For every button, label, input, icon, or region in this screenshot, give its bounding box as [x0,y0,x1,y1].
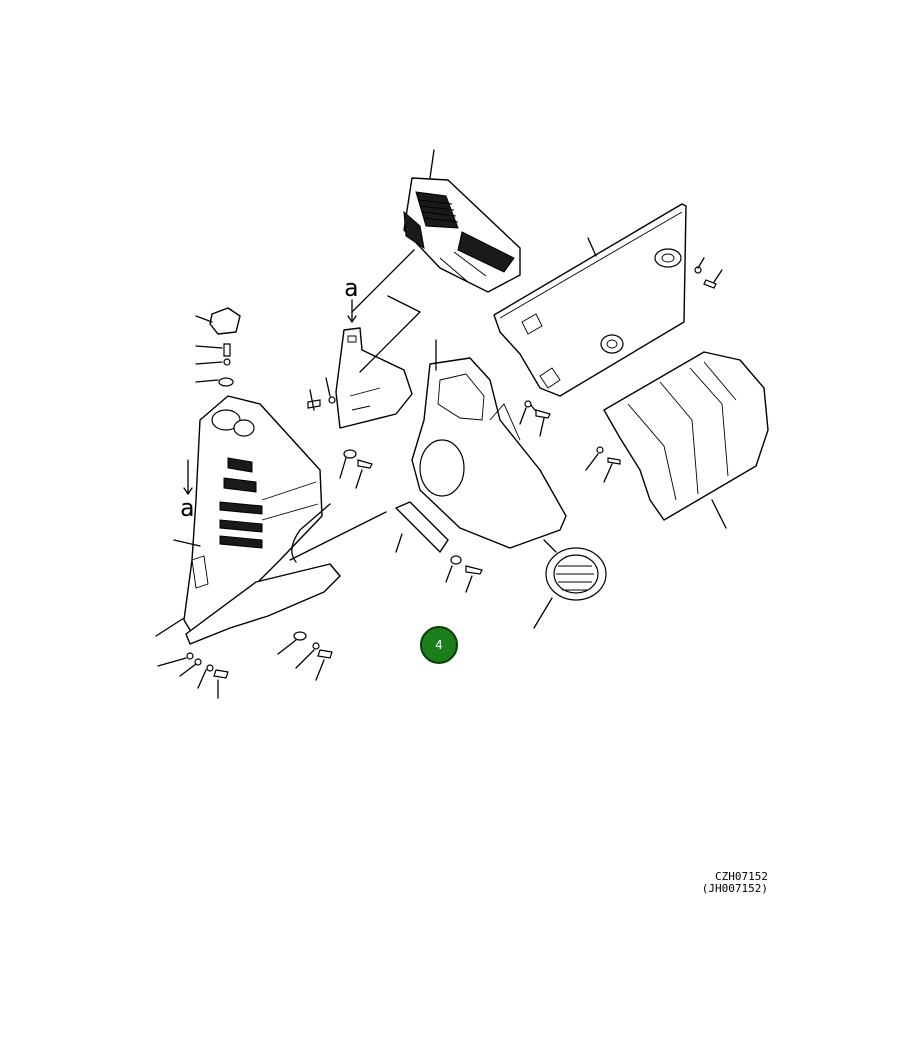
view-label-a-top: a [344,274,358,302]
bottom-bolt-set [155,617,333,699]
air-conditioner-unit [403,149,521,293]
round-vent-grille [533,539,607,629]
view-arrow [183,459,193,495]
center-bolt-set [339,400,551,489]
step-number-badge[interactable]: 4 [420,626,458,664]
cover-panel [493,203,687,397]
drawing-code-alt: (JH007152) [701,882,768,895]
step-number-text: 4 [435,638,443,652]
lower-trim-panel [185,503,387,645]
drawing-code: CZH07152 [715,870,768,883]
column-cover [173,395,323,641]
view-label-a-left: a [180,494,194,522]
bracket-bolt-set [307,377,336,411]
support-bracket [395,501,483,593]
leader-line [359,295,421,373]
leader-line [351,249,415,313]
rear-cover-bolt-set [585,446,621,483]
rear-cover [603,351,769,529]
duct-bracket [335,299,413,429]
cap-and-bolt-set [195,307,241,387]
panel-bolt-set [694,257,723,289]
duct-assembly [411,339,567,549]
